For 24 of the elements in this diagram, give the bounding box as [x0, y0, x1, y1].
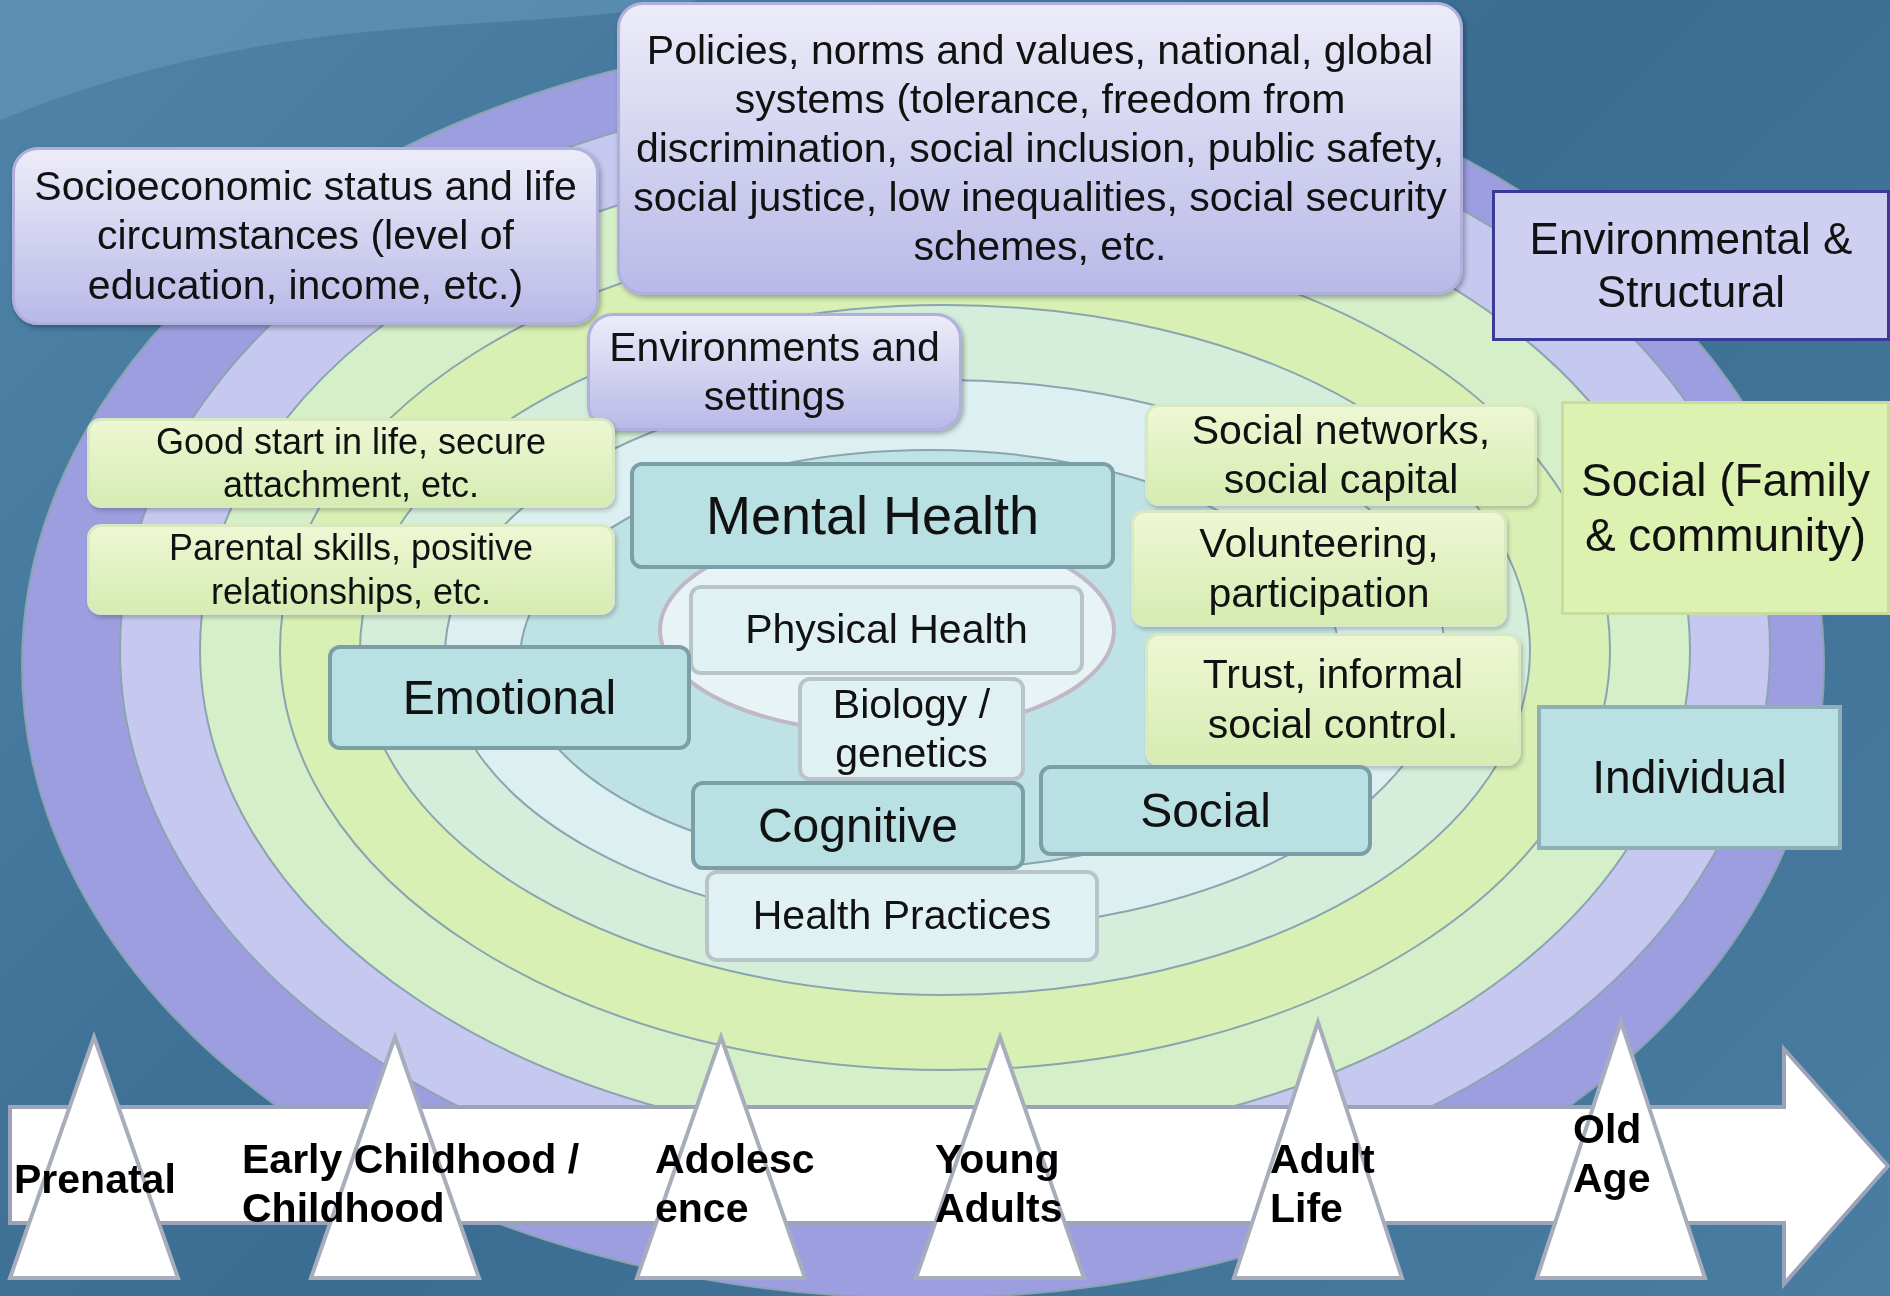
- life-stage-label: Adult Life: [1270, 1135, 1376, 1234]
- rounded-box: Parental skills, positive relationships, etc.: [87, 524, 615, 615]
- category-box: Environmental & Structural: [1492, 190, 1890, 341]
- life-stage-label: Young Adults: [935, 1135, 1064, 1234]
- rounded-box: Socioeconomic status and life circumstances (level of education, income, etc.): [12, 147, 599, 325]
- rounded-box: Cognitive: [691, 781, 1025, 870]
- rounded-box: Environments and settings: [587, 313, 962, 431]
- rounded-box: Trust, informal social control.: [1145, 633, 1521, 766]
- rounded-box: Emotional: [328, 645, 691, 750]
- category-box: Individual: [1537, 705, 1842, 850]
- life-stage-label: Early Childhood / Childhood: [242, 1135, 581, 1234]
- life-stage-label: Adolesc ence: [655, 1135, 816, 1234]
- rounded-box: Volunteering, participation: [1131, 510, 1507, 627]
- life-stage-label: Prenatal: [14, 1155, 177, 1204]
- rounded-box: Social: [1039, 765, 1372, 856]
- rounded-box: Mental Health: [630, 462, 1115, 569]
- rounded-box: Biology / genetics: [798, 677, 1025, 781]
- rounded-box: Social networks, social capital: [1145, 404, 1537, 506]
- rounded-box: Good start in life, secure attachment, etc.: [87, 418, 615, 508]
- rounded-box: Health Practices: [705, 870, 1099, 962]
- life-stage-label: Old Age: [1573, 1105, 1652, 1204]
- rounded-box: Physical Health: [689, 585, 1084, 675]
- category-box: Social (Family & community): [1561, 401, 1890, 615]
- rounded-box: Policies, norms and values, national, global systems (tolerance, freedom from discrimination, social inclusion, public safety, social justice, low inequalities, social security schemes, etc.: [617, 2, 1463, 295]
